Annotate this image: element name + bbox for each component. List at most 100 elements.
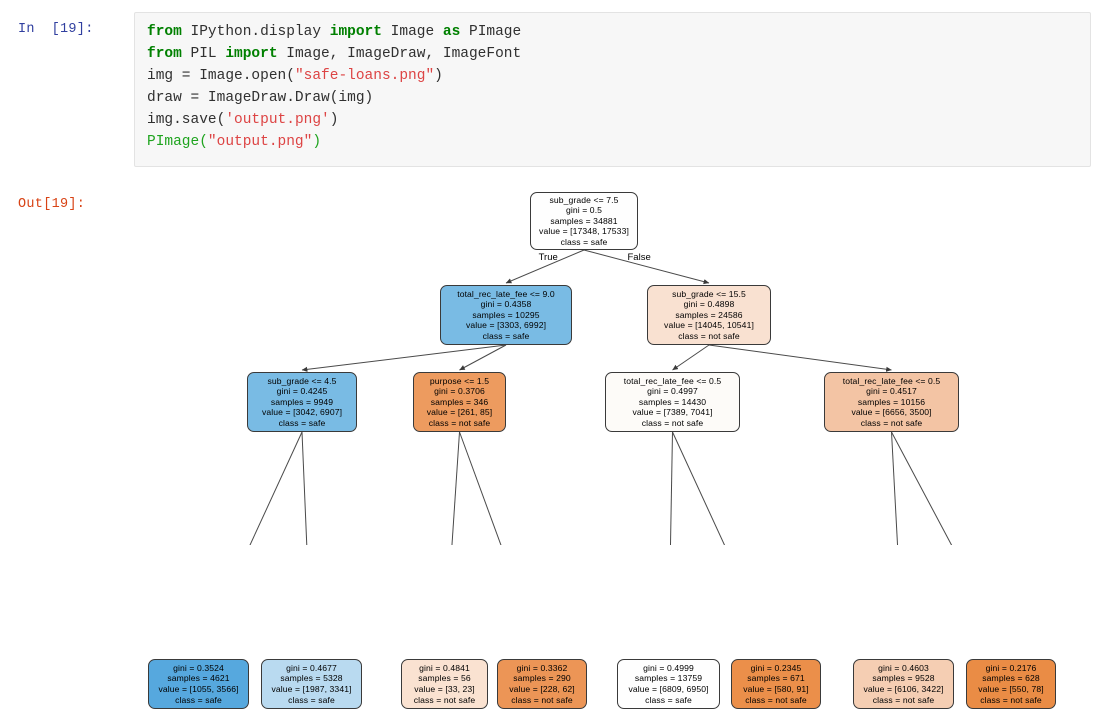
tree-node-line: class = not safe [641,417,704,428]
in-prompt-label: In [19]: [18,22,94,37]
tree-node-line: gini = 0.4841 [419,662,470,673]
tree-node-line: samples = 671 [747,673,805,684]
code-text: ( [199,134,208,150]
tree-node-line: gini = 0.4245 [276,386,328,397]
tree-node-line: value = [1055, 3566] [158,684,239,694]
tree-node-line: class = not safe [745,694,807,705]
code-text: PImage [460,24,522,40]
tree-edge-label: True [538,252,558,263]
tree-edge [583,249,710,285]
tree-node-line: samples = 24586 [675,309,743,320]
code-text: ) [329,112,339,128]
tree-node-line: value = [7389, 7041] [632,407,713,418]
keyword-import: import [225,46,278,62]
tree-node-line: samples = 9528 [872,673,935,684]
tree-node-line: class = not safe [980,694,1042,705]
tree-node-line: value = [14045, 10541] [664,320,754,331]
tree-node-line: gini = 0.3706 [434,386,485,397]
tree-node-line: gini = 0.4603 [878,662,929,673]
tree-node-line: class = safe [278,417,326,428]
tree-node-line: samples = 56 [418,673,471,684]
tree-edge [459,431,502,545]
tree-node-line: samples = 290 [513,673,571,684]
tree-node-line: samples = 346 [430,396,489,407]
tree-node-line: gini = 0.4517 [866,386,917,397]
function-call: PImage [147,134,200,150]
tree-node-line: samples = 10156 [857,396,926,407]
tree-node-line: total_rec_late_fee <= 0.5 [623,375,722,386]
tree-node-line: gini = 0.2345 [750,662,802,673]
tree-node-line: gini = 0.4898 [683,299,735,310]
tree-node-line: value = [6106, 3422] [863,684,944,694]
code-line-6: PImage("output.png") [147,131,1080,153]
keyword-from: from [147,24,182,40]
tree-edge [708,344,892,372]
tree-node-line: gini = 0.2176 [985,662,1037,673]
tree-edge [301,431,308,545]
tree-node-line: samples = 14430 [638,396,707,407]
code-line-2: from PIL import Image, ImageDraw, ImageF… [147,43,1080,65]
code-text: img = Image.open( [147,68,295,84]
tree-node-line: samples = 10295 [472,309,540,320]
keyword-as: as [442,24,461,40]
tree-node-line: value = [6656, 3500] [851,407,932,418]
tree-node-line: class = not safe [428,417,491,428]
tree-node-line: class = not safe [413,694,476,705]
code-line-3: img = Image.open("safe-loans.png") [147,65,1080,87]
tree-node-line: class = not safe [678,330,740,341]
code-text: Image, ImageDraw, ImageFont [277,46,522,62]
code-text: ) [312,134,322,150]
tree-node-line: purpose <= 1.5 [429,375,490,386]
code-cell[interactable]: from IPython.display import Image as PIm… [134,12,1091,167]
tree-edge [669,431,673,545]
tree-node-line: sub_grade <= 7.5 [549,194,619,205]
tree-node-line: class = not safe [860,417,923,428]
keyword-import: import [329,24,382,40]
string-literal: "output.png" [207,134,313,150]
tree-node-line: class = not safe [511,694,573,705]
tree-node-line: samples = 4621 [167,673,230,684]
tree-node-line: sub_grade <= 15.5 [672,288,746,299]
tree-node-line: value = [228, 62] [509,684,575,694]
tree-edge [672,431,726,545]
tree-node-line: value = [6809, 6950] [628,684,709,694]
tree-node-line: value = [17348, 17533] [539,226,629,237]
tree-node-line: samples = 628 [982,673,1040,684]
tree-edge [459,344,507,371]
tree-node-line: gini = 0.4677 [286,662,337,673]
tree-node-line: class = safe [288,694,335,705]
tree-node-line: gini = 0.5 [565,205,603,216]
tree-node-line: samples = 5328 [280,673,343,684]
tree-edge-label: False [627,252,651,263]
code-line-4: draw = ImageDraw.Draw(img) [147,87,1080,109]
tree-node-line: class = safe [482,330,530,341]
tree-node-line: value = [3042, 6907] [261,407,343,418]
tree-node-line: gini = 0.3524 [173,662,224,673]
tree-edge [891,431,953,545]
tree-edge [301,344,507,372]
string-literal: "safe-loans.png" [294,68,435,84]
tree-node-line: value = [3303, 6992] [465,320,547,331]
tree-node-line: class = not safe [872,694,935,705]
tree-edge [451,431,460,545]
string-literal: 'output.png' [225,112,330,128]
tree-node-line: total_rec_late_fee <= 0.5 [842,375,941,386]
tree-node-line: class = safe [560,236,608,247]
tree-node-line: gini = 0.4358 [480,299,532,310]
code-text: PIL [181,46,226,62]
code-text: Image [381,24,443,40]
code-text: ) [434,68,443,84]
tree-node-line: value = [1987, 3341] [271,684,352,694]
tree-node-line: class = safe [175,694,222,705]
out-prompt-label: Out[19]: [18,197,86,212]
